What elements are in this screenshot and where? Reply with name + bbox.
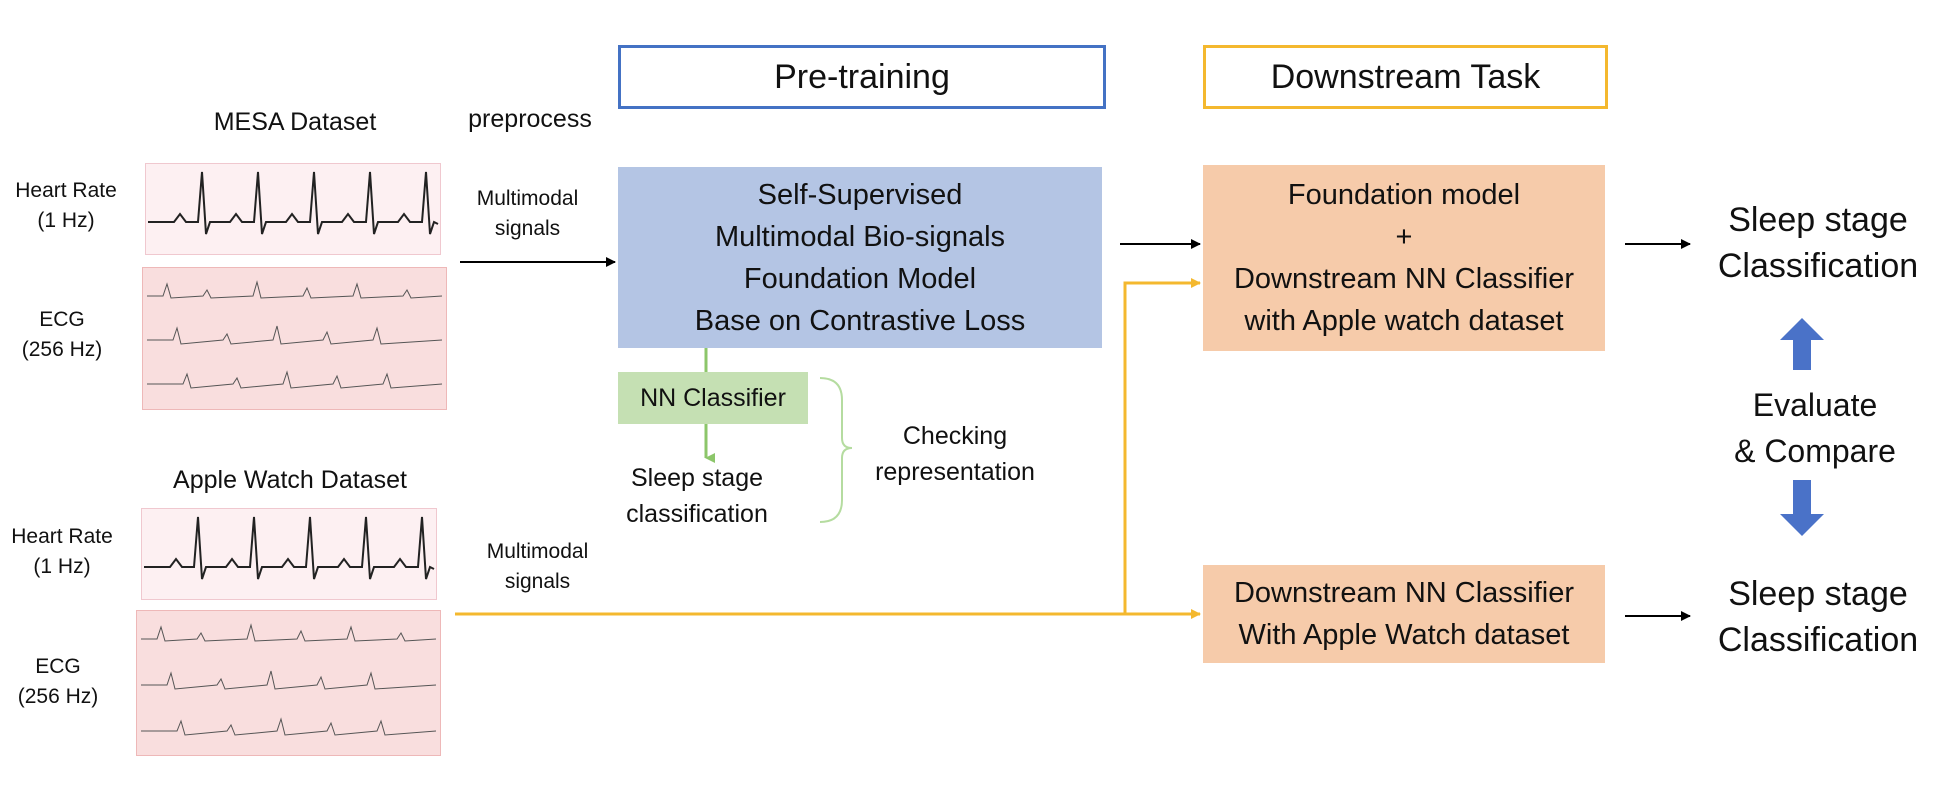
checking-bracket bbox=[819, 377, 853, 523]
foundation-line2: Multimodal Bio-signals bbox=[714, 220, 1006, 253]
multimodal-top-line2: signals bbox=[494, 217, 561, 240]
downstream-top-line4: with Apple watch dataset bbox=[1244, 305, 1564, 337]
multimodal-bottom-line2: signals bbox=[504, 570, 571, 593]
foundation-line1: Self-Supervised bbox=[757, 178, 963, 211]
mesa-hr-waveform bbox=[148, 171, 439, 235]
mesa-ecg-label-line1: ECG bbox=[39, 308, 85, 331]
preprocess-label: preprocess bbox=[468, 105, 592, 133]
downstream-header: Downstream Task bbox=[1203, 45, 1608, 109]
evaluate-compare-label: Evaluate & Compare bbox=[1690, 382, 1940, 474]
apple-ecg-label: ECG (256 Hz) bbox=[0, 652, 116, 712]
evaluate-line1: Evaluate bbox=[1752, 387, 1878, 423]
apple-hr-waveform bbox=[144, 516, 435, 580]
apple-hr-label: Heart Rate (1 Hz) bbox=[0, 522, 124, 582]
apple-ecg-label-line2: (256 Hz) bbox=[17, 685, 99, 708]
downstream-foundation-box: Foundation model + Downstream NN Classif… bbox=[1203, 165, 1605, 351]
foundation-model-box: Self-Supervised Multimodal Bio-signals F… bbox=[618, 167, 1102, 348]
apple-to-downstream-top-arrow bbox=[1123, 278, 1201, 614]
pretraining-header-label: Pre-training bbox=[774, 57, 950, 96]
result-top-line2: Classification bbox=[1717, 247, 1919, 285]
downstream-top-line2: + bbox=[1395, 221, 1413, 253]
sleep-small-line1: Sleep stage bbox=[630, 464, 764, 492]
multimodal-top-line1: Multimodal bbox=[476, 187, 579, 210]
evaluate-down-arrow bbox=[1780, 480, 1824, 536]
checking-line1: Checking bbox=[902, 422, 1008, 450]
apple-ecg-label-line1: ECG bbox=[35, 655, 81, 678]
mesa-ecg-waveform bbox=[147, 280, 443, 389]
foundation-line3: Foundation Model bbox=[743, 262, 977, 295]
sleep-stage-small-label: Sleep stage classification bbox=[612, 460, 782, 532]
downstream-top-line1: Foundation model bbox=[1287, 179, 1521, 211]
nn-classifier-label: NN Classifier bbox=[640, 383, 786, 412]
downstream-bottom-line1: Downstream NN Classifier bbox=[1233, 577, 1574, 609]
mesa-ecg-label-line2: (256 Hz) bbox=[21, 338, 103, 361]
mesa-hr-label-line2: (1 Hz) bbox=[37, 209, 95, 232]
sleep-stage-result-top: Sleep stage Classification bbox=[1700, 197, 1936, 289]
checking-representation-label: Checking representation bbox=[860, 418, 1050, 490]
downstream-baseline-box: Downstream NN Classifier With Apple Watc… bbox=[1203, 565, 1605, 663]
apple-ecg-signal bbox=[136, 610, 441, 756]
multimodal-top-label: Multimodal signals bbox=[455, 184, 600, 244]
foundation-line4: Base on Contrastive Loss bbox=[694, 304, 1026, 337]
apple-hr-label-line2: (1 Hz) bbox=[33, 555, 91, 578]
pretraining-header: Pre-training bbox=[618, 45, 1106, 109]
mesa-hr-label: Heart Rate (1 Hz) bbox=[0, 176, 132, 236]
mesa-hr-label-line1: Heart Rate bbox=[15, 179, 117, 202]
downstream-bottom-line2: With Apple Watch dataset bbox=[1238, 619, 1570, 651]
result-bottom-line2: Classification bbox=[1717, 621, 1919, 659]
apple-ecg-waveform bbox=[141, 623, 437, 736]
nn-classifier-box: NN Classifier bbox=[618, 372, 808, 424]
mesa-dataset-title: MESA Dataset bbox=[213, 108, 377, 136]
result-bottom-line1: Sleep stage bbox=[1728, 575, 1908, 613]
apple-hr-label-line1: Heart Rate bbox=[11, 525, 113, 548]
checking-line2: representation bbox=[875, 458, 1035, 486]
apple-dataset-title: Apple Watch Dataset bbox=[173, 466, 407, 494]
downstream-top-line3: Downstream NN Classifier bbox=[1233, 263, 1574, 295]
evaluate-up-arrow bbox=[1780, 318, 1824, 370]
sleep-stage-result-bottom: Sleep stage Classification bbox=[1700, 571, 1936, 663]
mesa-ecg-label: ECG (256 Hz) bbox=[0, 305, 124, 365]
apple-heart-rate-signal bbox=[141, 508, 437, 600]
sleep-small-line2: classification bbox=[626, 500, 768, 528]
multimodal-bottom-label: Multimodal signals bbox=[465, 537, 610, 597]
mesa-heart-rate-signal bbox=[145, 163, 441, 255]
downstream-header-label: Downstream Task bbox=[1270, 57, 1541, 96]
evaluate-line2: & Compare bbox=[1734, 433, 1896, 469]
result-top-line1: Sleep stage bbox=[1728, 201, 1908, 239]
mesa-ecg-signal bbox=[142, 267, 447, 410]
multimodal-bottom-line1: Multimodal bbox=[486, 540, 589, 563]
